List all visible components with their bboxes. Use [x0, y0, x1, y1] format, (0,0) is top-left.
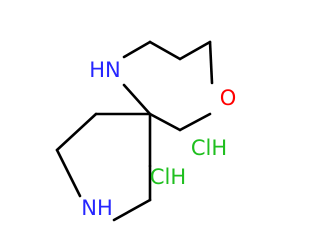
bond-hn-ch2-top [122, 40, 152, 59]
bond-ch2-nh [55, 148, 82, 198]
bond-ch2-ch2-top [148, 40, 182, 61]
bond-ch2-o [208, 40, 214, 85]
bond-ch2-ch2-left [55, 112, 98, 152]
bond-ch2-ch2-right [178, 40, 212, 61]
bond-o-ch2 [178, 112, 212, 132]
bond-nh-ch2 [112, 198, 152, 222]
chemical-structure-diagram: HN O NH ClH ClH [55, 40, 237, 222]
oxygen-label: O [220, 86, 237, 110]
nh-bottom-label: NH [81, 196, 113, 220]
hcl-label-1: ClH [191, 136, 227, 160]
bond-spiro-hn [122, 83, 152, 116]
nh-top-label: HN [89, 58, 121, 82]
hcl-label-2: ClH [150, 165, 186, 189]
bond-ch2-spiro [148, 112, 182, 132]
